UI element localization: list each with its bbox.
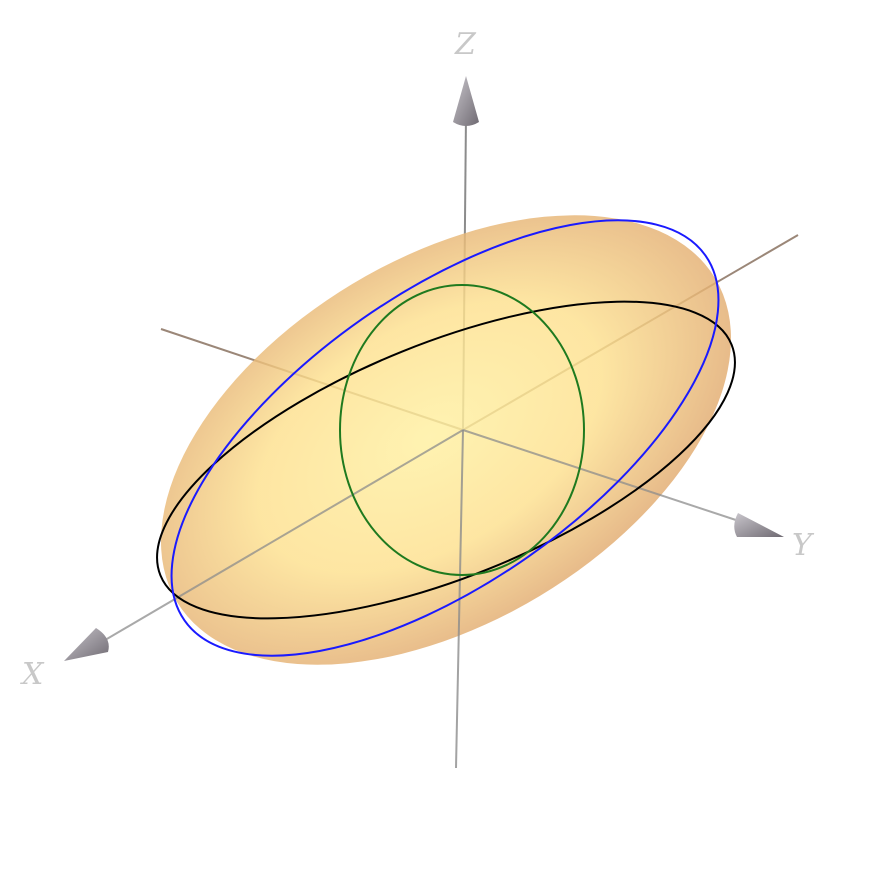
y-axis-arrowhead-icon: [734, 513, 784, 537]
x-axis-label: X: [20, 657, 45, 692]
xy-plane-cross-section-curve: [156, 300, 736, 620]
x-axis-front-segment: [99, 429, 464, 644]
yz-plane-cross-section-curve: [339, 284, 585, 576]
x-axis-arrowhead-icon: [64, 628, 109, 661]
z-axis-label: Z: [454, 27, 477, 62]
y-axis-label: Y: [792, 528, 815, 563]
z-axis-arrowhead-icon: [453, 76, 479, 126]
axis-arrowheads: [64, 76, 784, 661]
y-axis-front-segment: [462, 429, 746, 524]
xz-plane-cross-section-curve: [170, 219, 720, 657]
cross-section-curves: [156, 219, 736, 657]
